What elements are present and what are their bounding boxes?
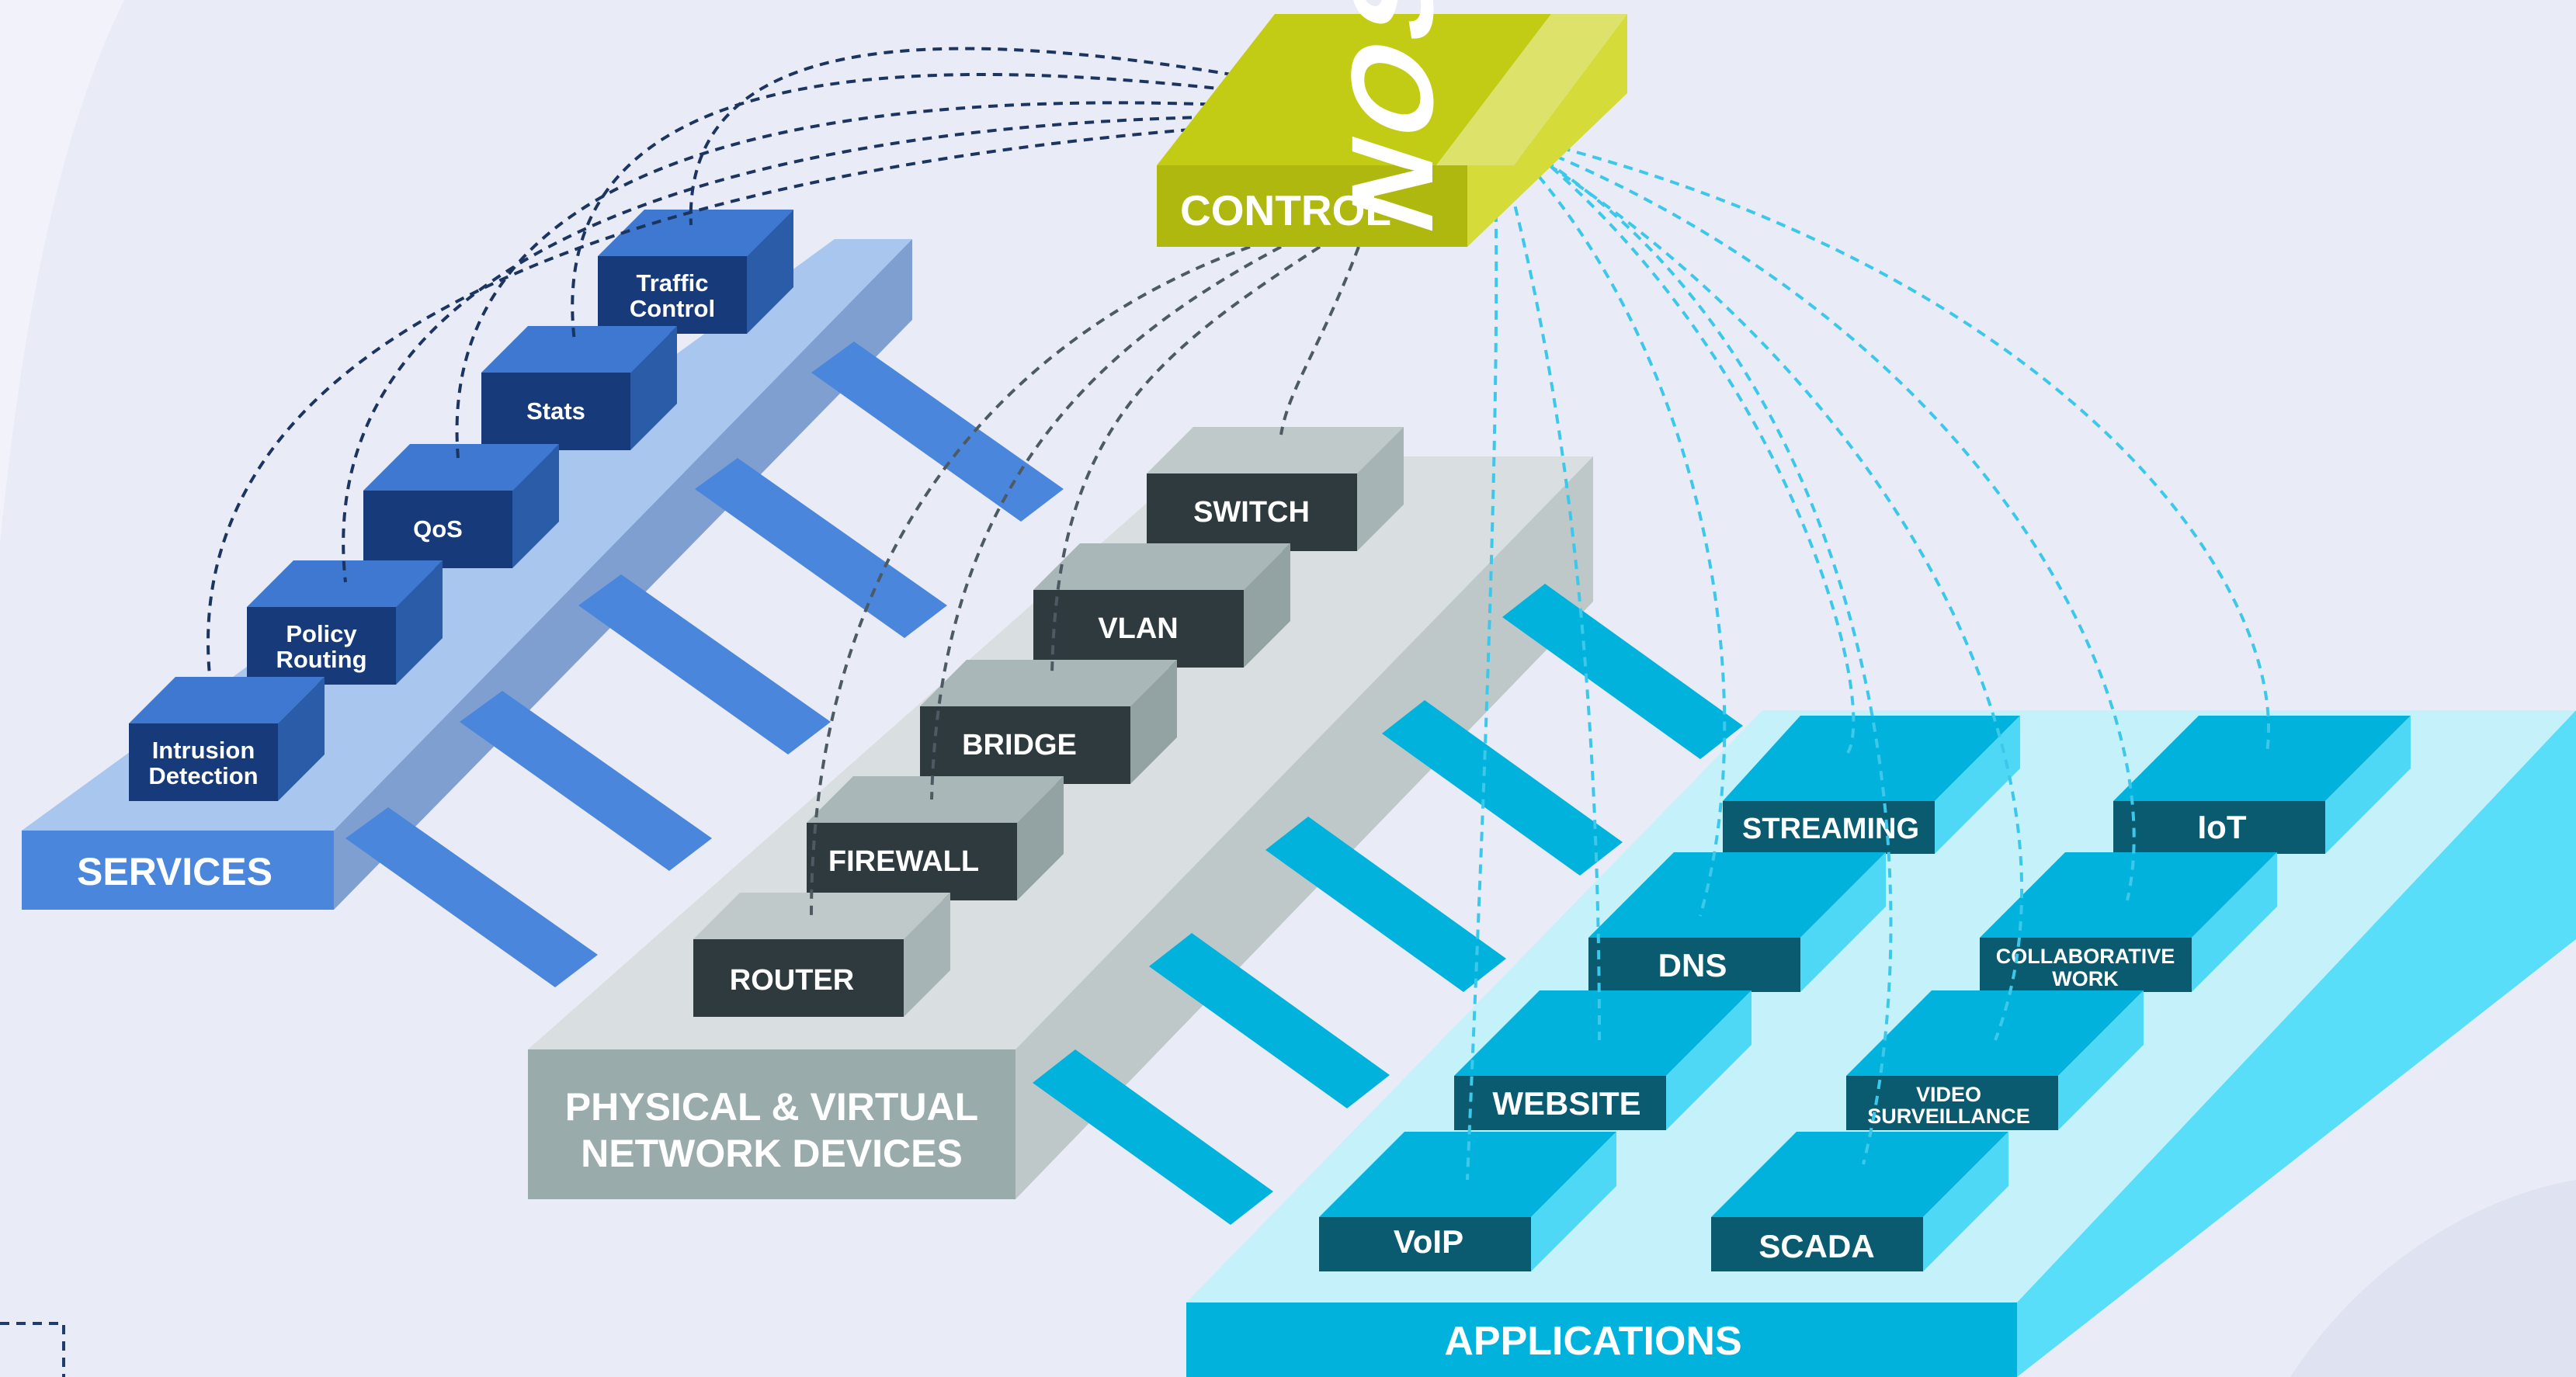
devices-connector-bars <box>1033 584 1743 1225</box>
service-label-line2: Detection <box>148 762 258 789</box>
control-label: CONTROL <box>1180 186 1391 234</box>
service-label-line1: Stats <box>526 397 585 425</box>
app-label-line1: COLLABORATIVE <box>1996 945 2175 968</box>
service-label-line1: Intrusion <box>152 737 255 764</box>
device-connection-lines <box>810 245 1360 917</box>
control-block[interactable]: CONTROL NOS <box>1157 0 1627 247</box>
app-label: STREAMING <box>1742 813 1919 845</box>
app-label: DNS <box>1658 947 1727 983</box>
app-tile-voip[interactable]: VoIP <box>1319 1132 1616 1271</box>
device-box-firewall[interactable]: FIREWALL <box>807 776 1064 900</box>
app-label: IoT <box>2198 809 2247 845</box>
device-label: VLAN <box>1098 612 1178 645</box>
app-label: SCADA <box>1758 1228 1874 1264</box>
control-label-bar <box>1157 165 1467 247</box>
devices-label-bar <box>528 1049 1015 1199</box>
services-label-bar <box>22 831 334 910</box>
services-label: SERVICES <box>77 850 273 893</box>
background-curve <box>0 0 124 543</box>
service-box-stats[interactable]: Stats <box>481 326 677 450</box>
app-label: WEBSITE <box>1492 1085 1640 1122</box>
devices-label-line1: PHYSICAL & VIRTUAL <box>565 1085 978 1129</box>
device-box-router[interactable]: ROUTER <box>693 893 950 1017</box>
app-tile-scada[interactable]: SCADA <box>1711 1132 2008 1271</box>
dashed-corner-decoration <box>0 1322 65 1377</box>
services-platform: SERVICES <box>22 239 912 910</box>
app-tile-video-surveillance[interactable]: VIDEO SURVEILLANCE <box>1846 990 2144 1130</box>
device-label: ROUTER <box>730 964 854 997</box>
app-tile-dns[interactable]: DNS <box>1588 852 1886 992</box>
applications-label: APPLICATIONS <box>1444 1319 1741 1364</box>
service-box-policy-routing[interactable]: Policy Routing <box>247 560 443 685</box>
app-label-line2: SURVEILLANCE <box>1867 1105 2030 1128</box>
device-box-vlan[interactable]: VLAN <box>1033 543 1290 668</box>
devices-label-line2: NETWORK DEVICES <box>581 1132 963 1175</box>
service-label-line1: QoS <box>413 515 463 543</box>
app-tile-website[interactable]: WEBSITE <box>1454 990 1751 1130</box>
services-connector-bars <box>345 342 1064 987</box>
service-label-line2: Routing <box>276 646 366 673</box>
app-tile-iot[interactable]: IoT <box>2113 716 2411 854</box>
service-box-intrusion-detection[interactable]: Intrusion Detection <box>129 677 325 801</box>
background-curve-bottom <box>2290 1180 2576 1377</box>
service-connection-lines <box>207 47 1251 676</box>
app-tile-streaming[interactable]: STREAMING <box>1723 716 2020 854</box>
app-label-line2: WORK <box>2052 967 2119 990</box>
service-label-line2: Control <box>630 295 715 322</box>
application-connection-lines <box>1466 134 2270 1181</box>
device-label: BRIDGE <box>962 729 1077 761</box>
app-label: VoIP <box>1394 1223 1463 1260</box>
service-label-line1: Policy <box>286 620 357 647</box>
service-box-qos[interactable]: QoS <box>363 444 559 568</box>
service-label-line1: Traffic <box>636 269 708 297</box>
device-label: SWITCH <box>1193 496 1310 529</box>
nos-logo-text: NOS <box>1328 0 1458 247</box>
device-label: FIREWALL <box>828 845 979 878</box>
device-box-bridge[interactable]: BRIDGE <box>920 660 1177 784</box>
service-box-traffic-control[interactable]: Traffic Control <box>598 210 793 334</box>
device-box-switch[interactable]: SWITCH <box>1147 427 1404 551</box>
app-label-line1: VIDEO <box>1916 1083 1981 1106</box>
applications-label-bar <box>1186 1302 2017 1377</box>
